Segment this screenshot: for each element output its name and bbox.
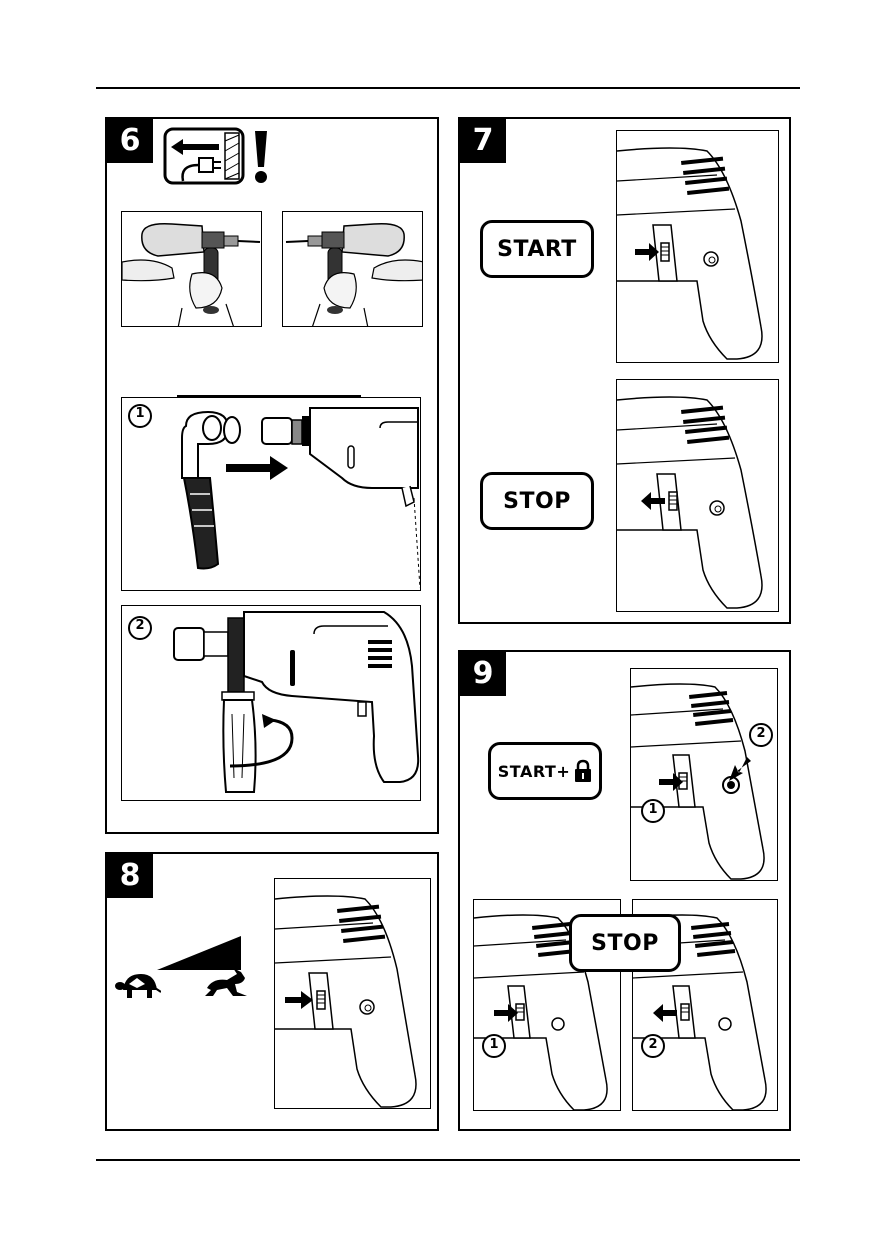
start-button: START	[480, 220, 594, 278]
stop-step-2-marker: 2	[647, 1037, 659, 1052]
hold-drill-illustration-left	[121, 211, 262, 327]
unplug-warning-icon	[163, 127, 245, 185]
speed-trigger-illustration	[274, 878, 431, 1109]
panel-6-number: 6	[107, 119, 153, 163]
lock-step-1-marker: 1	[647, 802, 659, 817]
top-rule	[96, 87, 800, 89]
start-lock-button: START+	[488, 742, 602, 800]
tortoise-icon	[115, 970, 161, 1000]
stop-overlay-button: STOP	[569, 914, 681, 972]
speed-ramp-icon	[157, 936, 241, 970]
panel-6: 6	[105, 117, 439, 834]
panel-8-number: 8	[107, 854, 153, 898]
lock-trigger-illustration: 2 1	[630, 668, 778, 881]
step-2-marker: 2	[134, 618, 146, 633]
panel-9: 9 START+	[458, 650, 791, 1131]
stop-button: STOP	[480, 472, 594, 530]
lock-step-2-marker: 2	[755, 726, 767, 741]
panel-7-number: 7	[460, 119, 506, 163]
hare-icon	[203, 966, 249, 1000]
panel-7: 7 START STOP	[458, 117, 791, 624]
exclamation-icon	[251, 127, 271, 185]
start-lock-label: START+	[498, 762, 571, 781]
bottom-rule	[96, 1159, 800, 1161]
padlock-icon	[574, 759, 592, 783]
panel-8: 8	[105, 852, 439, 1131]
hold-drill-illustration-right	[282, 211, 423, 327]
rotate-handle-illustration: 2	[121, 605, 421, 801]
step-1-marker: 1	[134, 406, 146, 421]
attach-handle-illustration: 1	[121, 397, 421, 591]
panel-9-number: 9	[460, 652, 506, 696]
stop-trigger-illustration	[616, 379, 779, 612]
start-trigger-illustration	[616, 130, 779, 363]
stop-step-1-marker: 1	[488, 1037, 500, 1052]
